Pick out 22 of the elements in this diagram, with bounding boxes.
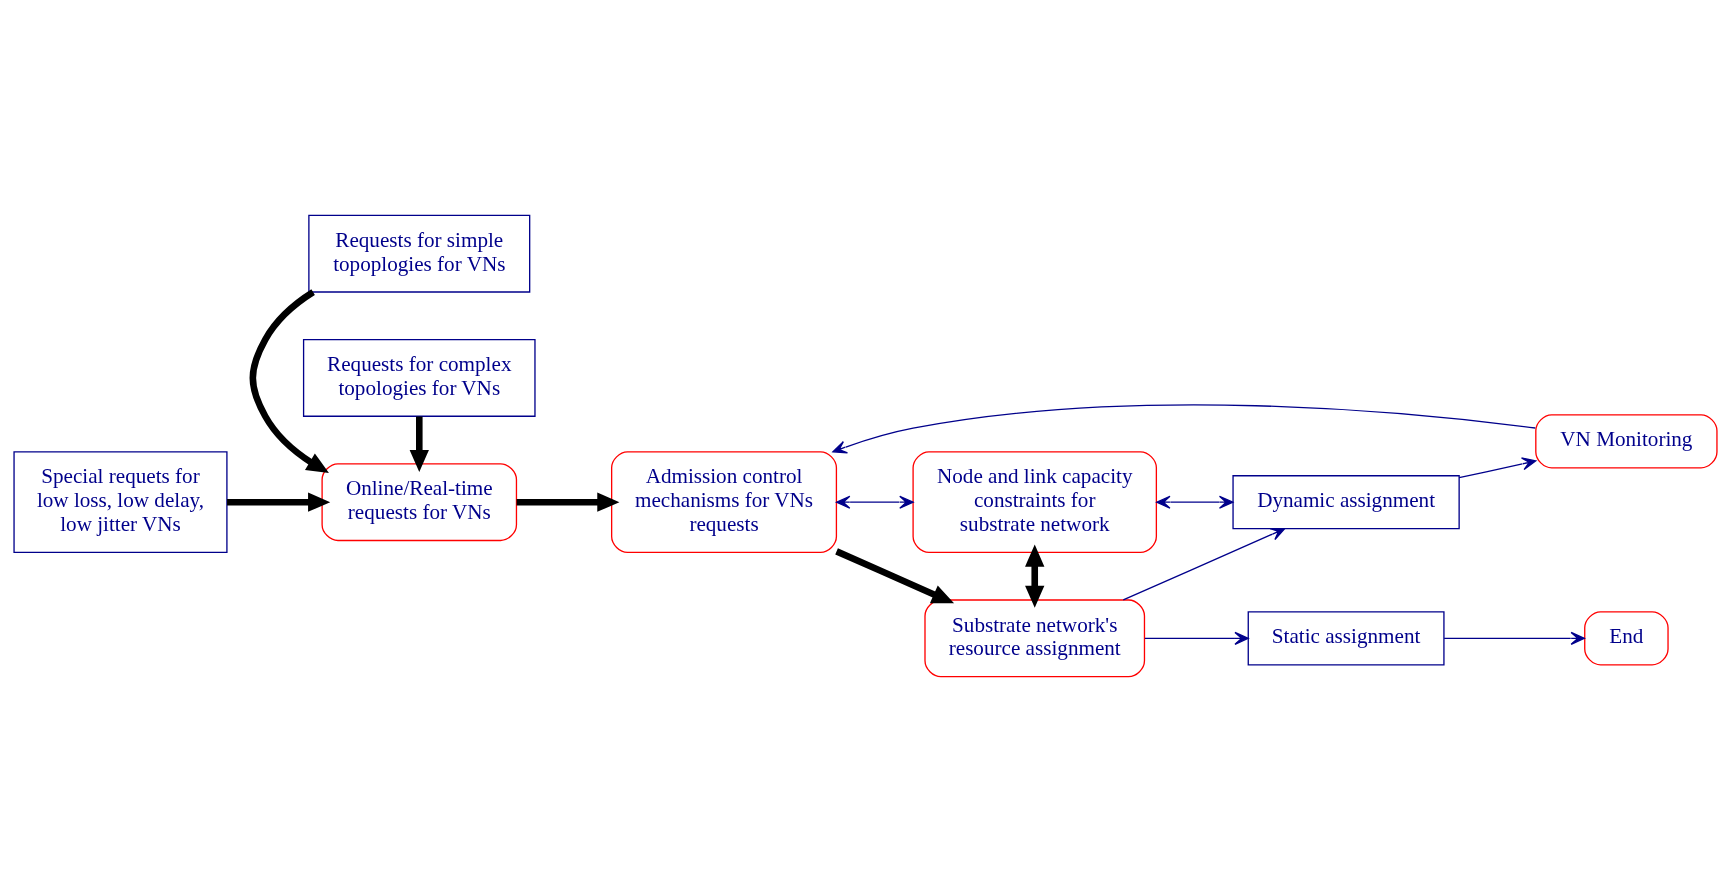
arrow [835, 547, 955, 603]
node-box: Substrate network's resource assignment [924, 598, 1146, 677]
node-box: Special requets for low loss, low delay, low jitter VNs [13, 450, 228, 553]
arrow [1122, 527, 1286, 601]
node-box: Dynamic assignment [1232, 474, 1460, 529]
node-box: Requests for complex topologies for VNs [302, 338, 536, 417]
arrow [835, 495, 914, 509]
node-box: Static assignment [1247, 610, 1445, 665]
node-box: Node and link capacity constraints for substrate network [912, 450, 1158, 553]
node-box: Requests for simple topoplogies for VNs [308, 214, 531, 293]
arrow [1156, 495, 1234, 509]
arrow [249, 288, 329, 473]
arrow [1144, 631, 1249, 645]
arrow [832, 403, 1536, 453]
arrow [516, 492, 620, 512]
node-box: Online/Real-time requests for VNs [321, 462, 518, 541]
arrow [1443, 631, 1586, 645]
arrow [1025, 544, 1045, 608]
arrow [1458, 456, 1537, 478]
node-box: End [1584, 610, 1669, 665]
node-box: VN Monitoring [1535, 413, 1718, 468]
node-box: Admission control mechanisms for VNs requests [611, 450, 838, 553]
